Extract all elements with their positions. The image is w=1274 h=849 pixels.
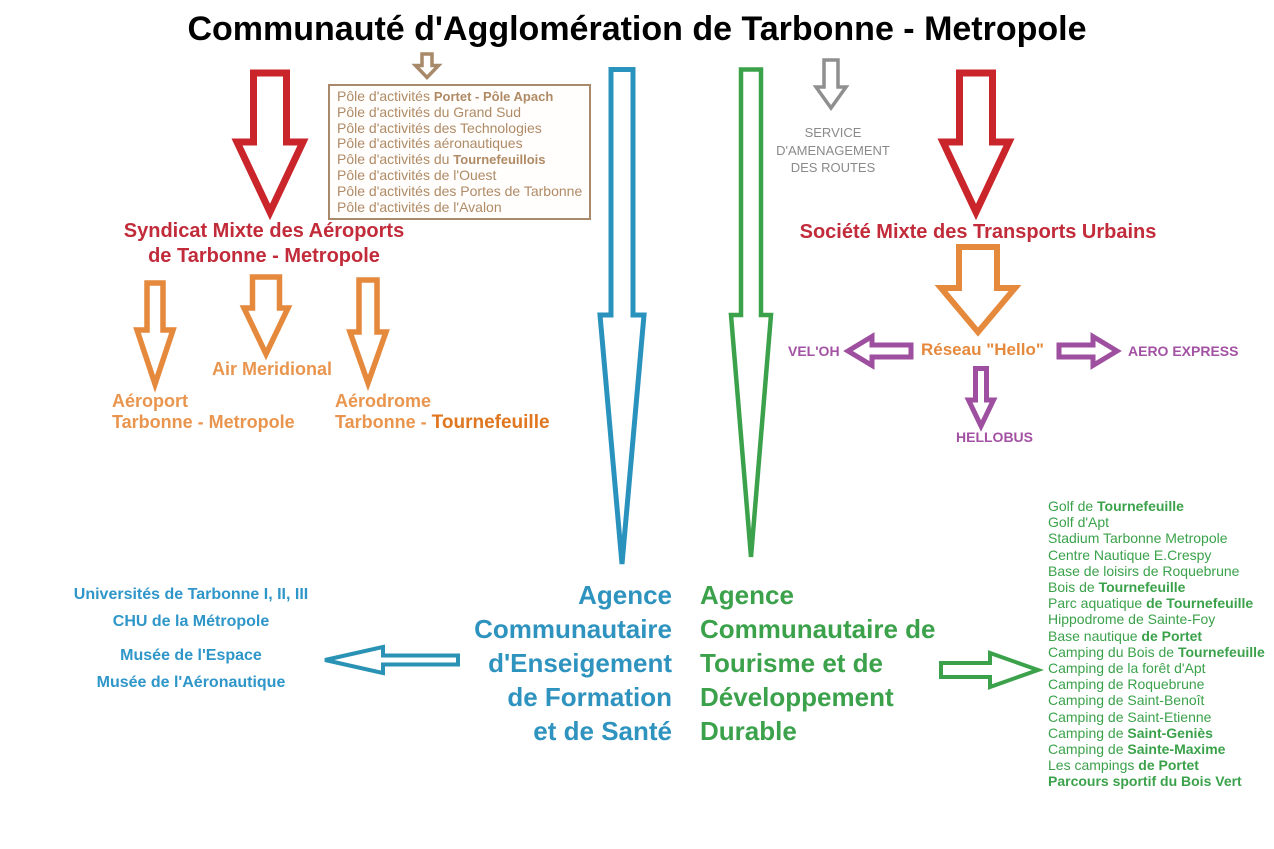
education-item: CHU de la Métropole (112, 613, 270, 630)
service-line: SERVICE (804, 125, 862, 140)
down-arrow-icon (934, 244, 1022, 337)
right-arrow-icon (939, 650, 1044, 690)
heading-line: de Tarbonne - Metropole (148, 245, 380, 267)
education-facilities-list: Universités de Tarbonne I, II, III CHU de… (58, 581, 324, 696)
left-arrow-icon (324, 644, 460, 676)
heading-line: Agence (578, 580, 672, 610)
tourism-item: Camping de la forêt d'Apt (1048, 660, 1206, 677)
heading-line: et de Santé (533, 716, 672, 746)
pole-item: Pôle d'activités de l'Avalon (337, 198, 502, 215)
tourism-item: Camping de Sainte-Maxime (1048, 741, 1226, 758)
heading-line: Agence (700, 580, 794, 610)
education-item: Musée de l'Espace (120, 647, 262, 664)
tourism-item: Hippodrome de Sainte-Foy (1048, 611, 1216, 628)
tourism-item: Camping de Saint-Geniès (1048, 724, 1213, 741)
tourism-item: Parc aquatique de Tournefeuille (1048, 595, 1254, 612)
label-line: Aérodrome (335, 391, 432, 411)
syndicat-aeroports-heading: Syndicat Mixte des Aéroports de Tarbonne … (84, 219, 444, 269)
reseau-hello-label: Réseau "Hello" (921, 340, 1044, 359)
down-arrow-icon (937, 69, 1015, 221)
pole-item: Pôle d'activités de l'Ouest (337, 166, 497, 183)
tourism-item: Golf d'Apt (1048, 514, 1110, 531)
tourism-item: Base de loisirs de Roquebrune (1048, 562, 1240, 579)
tourism-item: Base nautique de Portet (1048, 627, 1203, 644)
veloh-label: VEL'OH (788, 343, 840, 359)
long-down-arrow-icon (597, 67, 647, 565)
societe-transports-heading: Société Mixte des Transports Urbains (799, 221, 1157, 243)
down-arrow-icon (133, 280, 177, 393)
tourism-item: Les campings de Portet (1048, 757, 1199, 774)
pole-item: Pôle d'activités aéronautiques (337, 135, 523, 152)
left-arrow-icon (843, 332, 914, 370)
tourism-item: Centre Nautique E.Crespy (1048, 546, 1212, 563)
tourism-item: Parcours sportif du Bois Vert (1048, 773, 1242, 790)
heading-line: d'Enseigement (488, 648, 672, 678)
heading-line: Développement (700, 682, 894, 712)
pole-item: Pôle d'activités du Tournefeuillois (337, 151, 546, 168)
tourism-item: Golf de Tournefeuille (1048, 498, 1184, 514)
label-line: Tarbonne - Tournefeuille (335, 412, 550, 433)
education-item: Universités de Tarbonne I, II, III (73, 586, 309, 603)
down-arrow-icon (964, 366, 998, 432)
heading-line: de Formation (507, 682, 672, 712)
long-down-arrow-icon (728, 67, 774, 558)
down-arrow-icon (411, 52, 443, 81)
down-arrow-icon (231, 69, 309, 221)
right-arrow-icon (1056, 332, 1122, 370)
tourism-item: Stadium Tarbonne Metropole (1048, 530, 1228, 547)
tourism-item: Camping du Bois de Tournefeuille (1048, 643, 1265, 660)
label-line: Aéroport (112, 391, 188, 411)
pole-item: Pôle d'activités des Technologies (337, 119, 542, 136)
aero-express-label: AERO EXPRESS (1128, 343, 1239, 359)
label-line: Tarbonne - Metropole (112, 412, 295, 432)
heading-line: Communautaire de (700, 614, 936, 644)
tourism-item: Bois de Tournefeuille (1048, 579, 1186, 596)
education-item: Musée de l'Aéronautique (96, 674, 286, 691)
service-amenagement-routes-label: SERVICE D'AMENAGEMENT DES ROUTES (768, 124, 898, 177)
pole-item: Pôle d'activités Portet - Pôle Apach (337, 88, 554, 104)
heading-line: Durable (700, 716, 797, 746)
aerodrome-tarbonne-label: Aérodrome Tarbonne - Tournefeuille (335, 391, 550, 433)
tournefeuille-bold-text: Tournefeuille (431, 412, 550, 433)
tourism-item: Camping de Saint-Benoît (1048, 692, 1205, 709)
service-line: DES ROUTES (790, 160, 876, 175)
heading-line: Tourisme et de (700, 648, 884, 678)
air-meridional-label: Air Meridional (212, 359, 333, 379)
down-arrow-icon (812, 58, 850, 112)
service-line: D'AMENAGEMENT (776, 142, 890, 158)
tourism-item: Camping de Saint-Etienne (1048, 708, 1212, 725)
down-arrow-icon (346, 277, 390, 392)
hellobus-label: HELLOBUS (956, 429, 1033, 445)
down-arrow-icon (239, 274, 293, 361)
heading-line: Communautaire (474, 614, 672, 644)
pole-item: Pôle d'activités des Portes de Tarbonne (337, 182, 583, 199)
heading-line: Syndicat Mixte des Aéroports (123, 220, 405, 242)
pole-item: Pôle d'activités du Grand Sud (337, 103, 522, 120)
tourism-item: Camping de Roquebrune (1048, 676, 1205, 693)
page-title: Communauté d'Agglomération de Tarbonne -… (187, 10, 1087, 48)
